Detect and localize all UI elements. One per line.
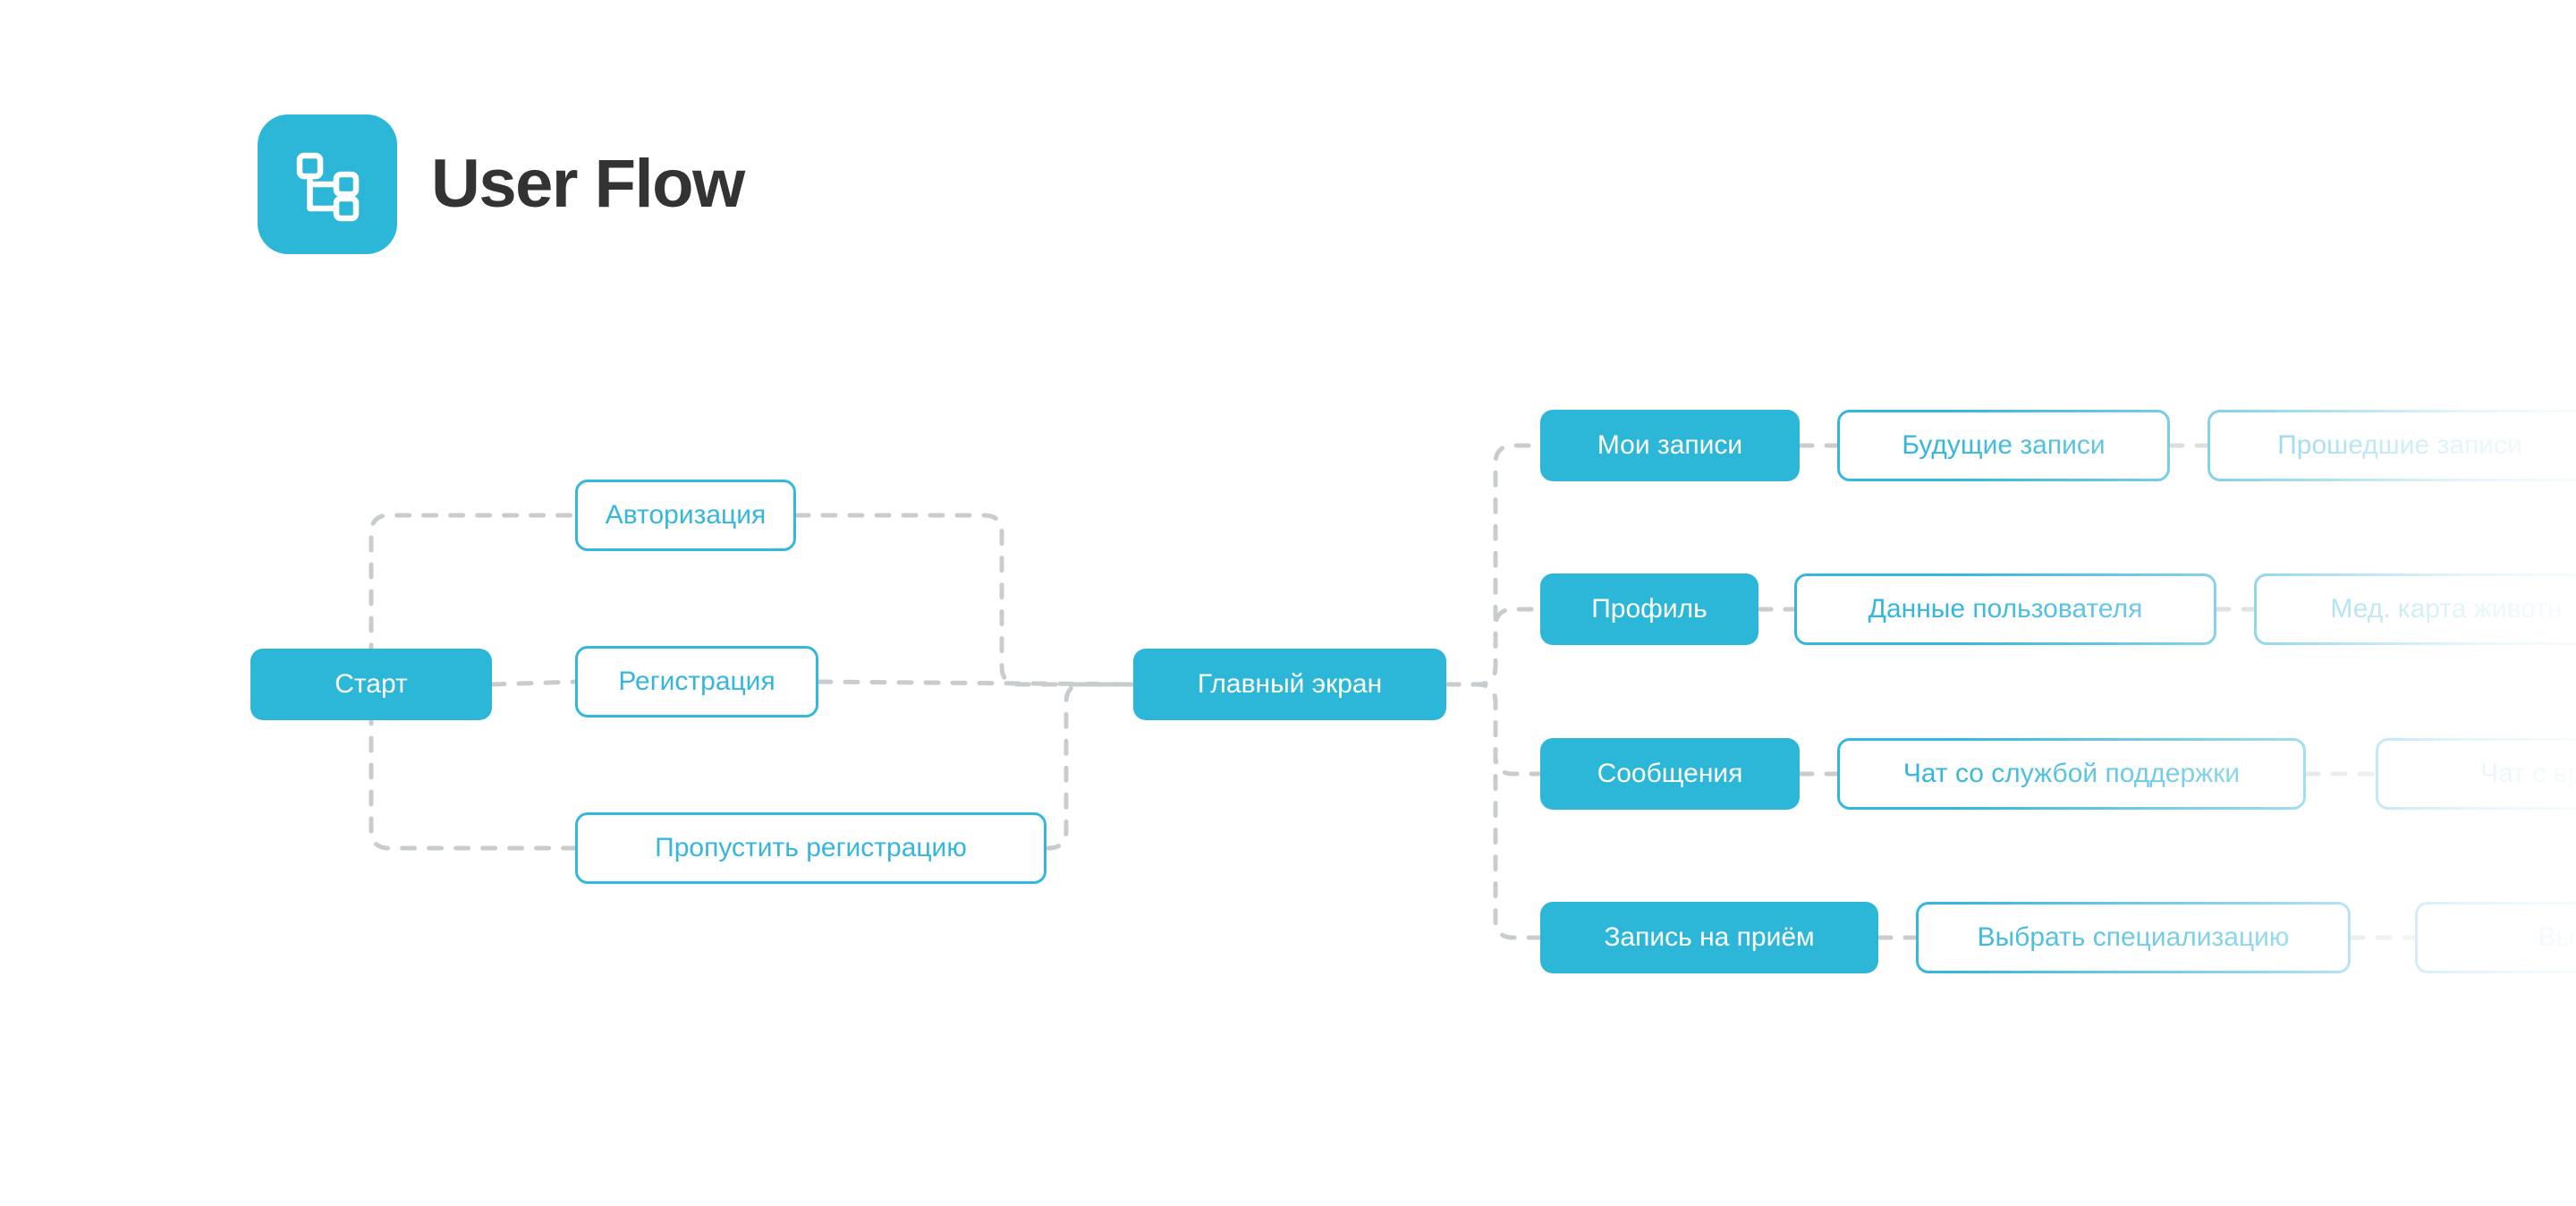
node-authorization[interactable]: Авторизация <box>575 480 796 551</box>
sitemap-icon <box>258 115 397 254</box>
node-pick-specialty[interactable]: Выбрать специализацию <box>1916 902 2351 973</box>
node-user-data[interactable]: Данные пользователя <box>1794 573 2216 645</box>
node-doctor-chat[interactable]: Чат с врач <box>2376 738 2576 810</box>
page-header: User Flow <box>258 115 745 254</box>
node-pet-med-card[interactable]: Мед. карта животн <box>2254 573 2576 645</box>
node-future-records[interactable]: Будущие записи <box>1837 410 2170 481</box>
node-appointment[interactable]: Запись на приём <box>1540 902 1878 973</box>
node-past-records[interactable]: Прошедшие записи <box>2207 410 2576 481</box>
node-profile[interactable]: Профиль <box>1540 573 1758 645</box>
node-skip-registration[interactable]: Пропустить регистрацию <box>575 812 1046 884</box>
node-support-chat[interactable]: Чат со службой поддержки <box>1837 738 2306 810</box>
node-registration[interactable]: Регистрация <box>575 646 818 718</box>
page-title: User Flow <box>431 146 745 222</box>
node-main-screen[interactable]: Главный экран <box>1133 649 1446 720</box>
node-pick-doctor[interactable]: Выбрат <box>2415 902 2576 973</box>
node-my-records[interactable]: Мои записи <box>1540 410 1800 481</box>
node-messages[interactable]: Сообщения <box>1540 738 1800 810</box>
node-start[interactable]: Старт <box>250 649 492 720</box>
